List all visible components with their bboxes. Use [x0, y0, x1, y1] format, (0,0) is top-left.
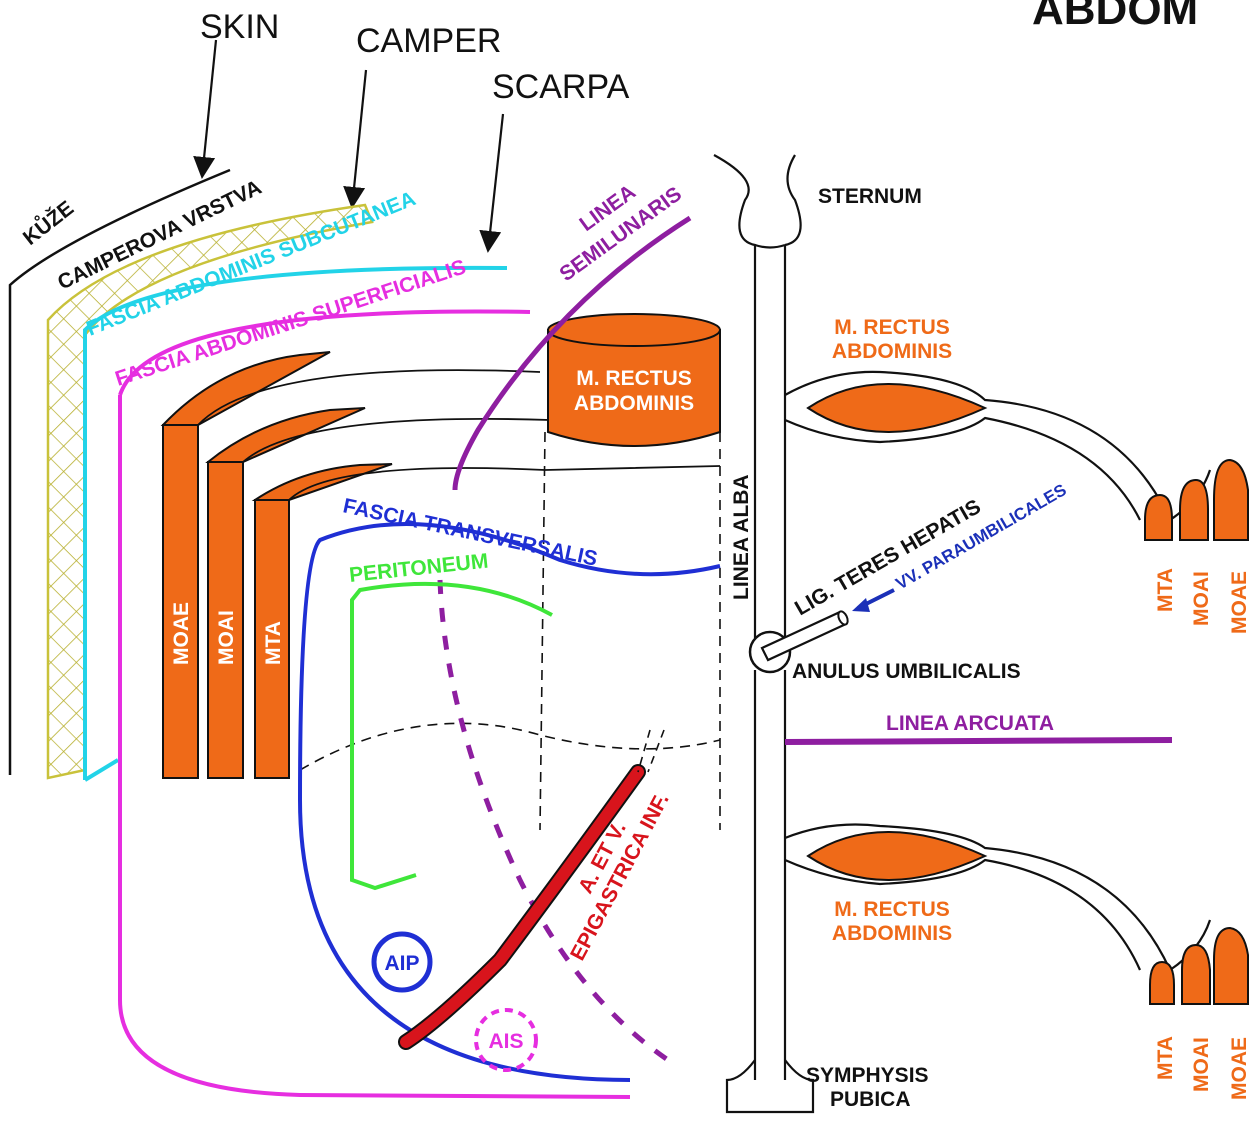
upper-mta-label: MTA — [1154, 568, 1177, 612]
peritoneum-label: PERITONEUM — [348, 550, 489, 587]
scarpa-arrow — [479, 113, 505, 253]
midline-structure — [713, 154, 849, 1114]
symphysis-label-2: PUBICA — [830, 1088, 911, 1111]
lower-moae-label: MOAE — [1228, 1037, 1251, 1100]
rectus-cylinder — [299, 313, 721, 831]
linea-semilunaris-dashed — [437, 579, 670, 1063]
linea-alba-label: LINEA ALBA — [730, 474, 753, 600]
camper-label: CAMPER — [356, 22, 501, 60]
lower-mta-label: MTA — [1154, 1036, 1177, 1080]
ais-ring — [474, 1008, 538, 1072]
lower-moai-label: MOAI — [1190, 1037, 1213, 1092]
upper-moai-label: MOAI — [1190, 571, 1213, 626]
camper-arrow — [343, 69, 368, 209]
rectus-label-line2: ABDOMINIS — [574, 392, 694, 415]
aip-label: AIP — [384, 952, 419, 975]
kuze-label: KŮŽE — [17, 194, 78, 250]
peritoneum-line — [350, 581, 553, 891]
scarpa-label: SCARPA — [492, 68, 630, 106]
fascia-transversalis-line — [297, 522, 721, 1082]
title-fragment: ABDOM — [1032, 0, 1198, 34]
anulus-label: ANULUS UMBILICALIS — [792, 660, 1021, 683]
rectus-right-upper-1: M. RECTUS — [834, 316, 950, 339]
muscle-slabs — [160, 351, 721, 779]
muscle-label-moae: MOAE — [170, 602, 193, 665]
cross-section-lower — [784, 823, 1249, 1005]
skin-arrow — [193, 39, 218, 179]
ais-label: AIS — [488, 1030, 523, 1053]
sternum-label: STERNUM — [818, 185, 922, 208]
skin-label: SKIN — [200, 8, 279, 46]
muscle-label-mta: MTA — [262, 621, 285, 665]
cross-section-upper — [784, 370, 1249, 541]
upper-moae-label: MOAE — [1228, 571, 1251, 634]
rectus-right-lower-2: ABDOMINIS — [832, 922, 952, 945]
fascia-superficialis-line — [118, 309, 631, 1099]
linea-semilunaris-line — [452, 215, 692, 491]
camper-layer — [46, 203, 374, 780]
muscle-label-moai: MOAI — [215, 610, 238, 665]
symphysis-label-1: SYMPHYSIS — [806, 1064, 929, 1087]
linea-arcuata-label: LINEA ARCUATA — [886, 712, 1054, 735]
paraumbilical-arrowhead — [852, 598, 870, 612]
epigastric-vessel — [398, 729, 665, 1050]
rectus-right-upper-2: ABDOMINIS — [832, 340, 952, 363]
rectus-right-lower-1: M. RECTUS — [834, 898, 950, 921]
rectus-label-line1: M. RECTUS — [576, 367, 692, 390]
fascia-subcutanea-line — [83, 265, 507, 782]
skin-line — [8, 168, 231, 775]
aip-ring — [371, 931, 433, 993]
linea-arcuata-line — [784, 737, 1173, 745]
